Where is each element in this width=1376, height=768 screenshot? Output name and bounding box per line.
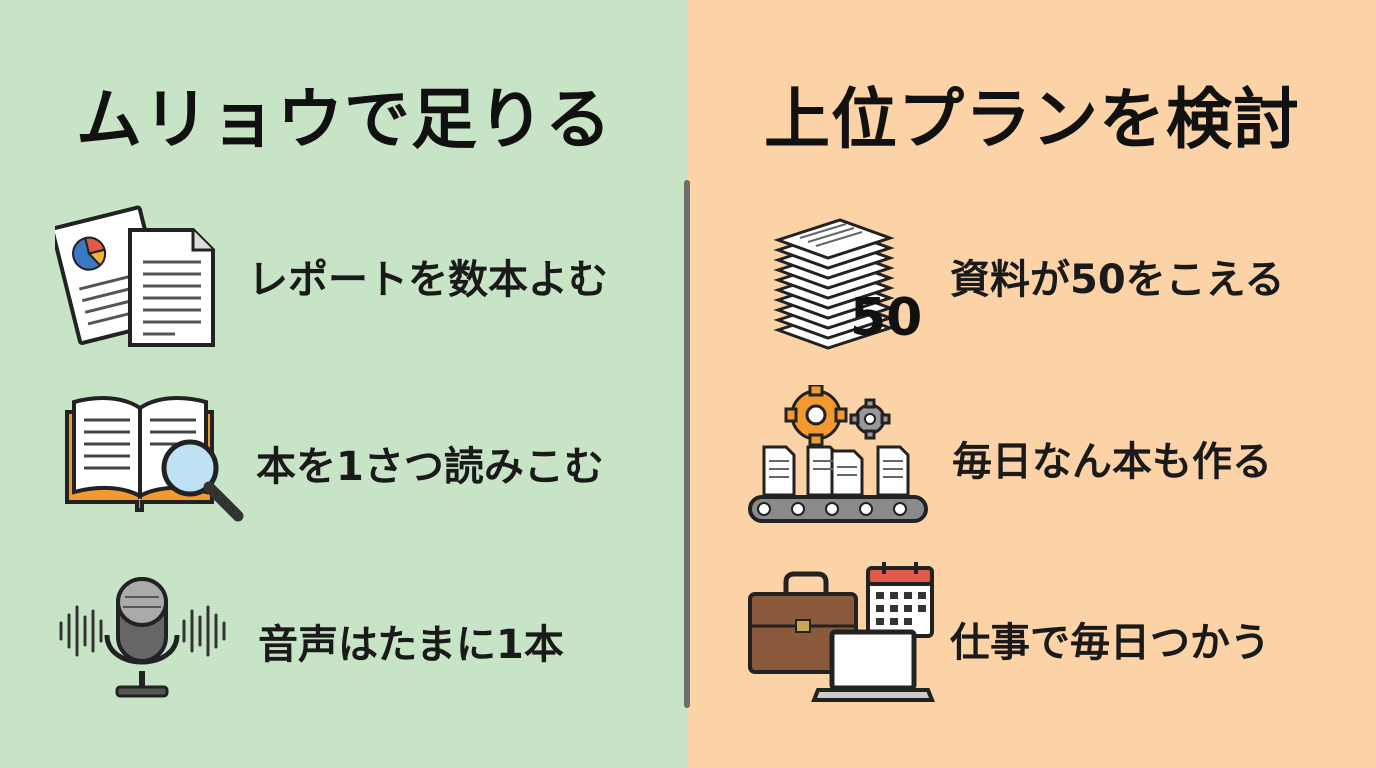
document-stack-icon [770,200,930,350]
upgrade-item-work: 仕事で毎日つかう [688,560,1376,710]
panel-divider [684,180,690,708]
microphone-icon [55,575,230,705]
conveyor-gears-icon [746,385,931,530]
upgrade-item-documents: 50 資料が50をこえる [688,200,1376,350]
upgrade-item-work-label: 仕事で毎日つかう [950,620,1270,666]
upgrade-item-documents-badge: 50 [850,288,923,348]
upgrade-item-documents-label: 資料が50をこえる [950,257,1285,303]
upgrade-plan-panel: 上位プランを検討 [688,0,1376,768]
free-item-book-label: 本を1さつ読みこむ [256,444,604,490]
free-item-audio: 音声はたまに1本 [0,575,688,725]
free-item-reports: レポートを数本よむ [0,200,688,350]
upgrade-plan-heading: 上位プランを検討 [764,81,1300,158]
upgrade-item-daily: 毎日なん本も作る [688,385,1376,535]
briefcase-laptop-calendar-icon [746,560,936,705]
free-item-book: 本を1さつ読みこむ [0,392,688,542]
free-item-audio-label: 音声はたまに1本 [258,622,564,668]
free-item-reports-label: レポートを数本よむ [248,257,608,303]
free-plan-heading: ムリョウで足りる [76,81,612,158]
upgrade-item-daily-label: 毎日なん本も作る [952,439,1272,485]
book-magnifier-icon [62,392,247,532]
documents-icon [55,200,220,350]
free-plan-panel: ムリョウで足りる [0,0,688,768]
